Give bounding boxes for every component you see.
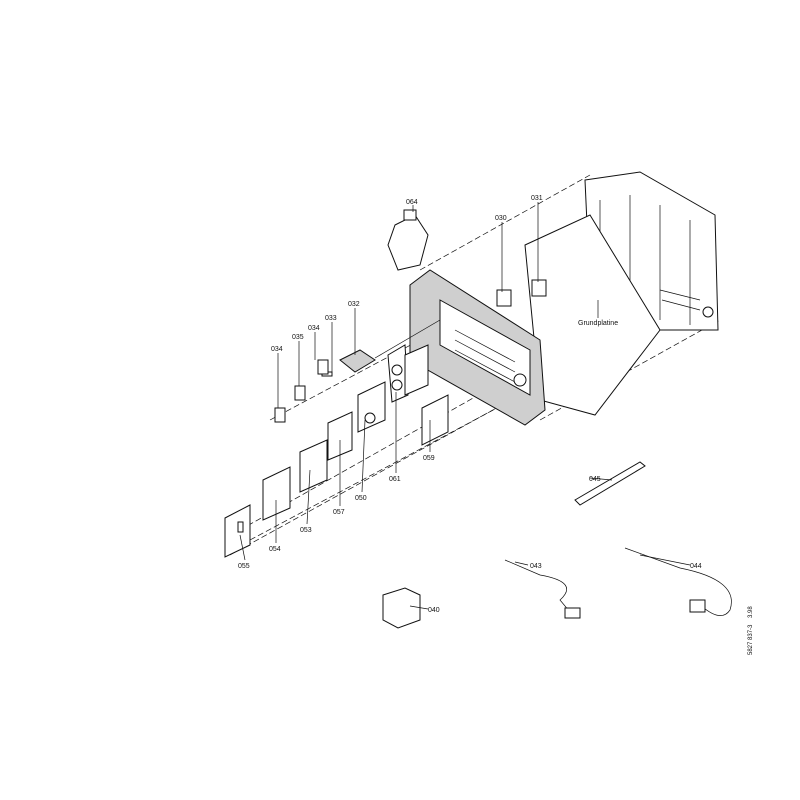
- part-label: 044: [690, 563, 702, 570]
- part-label: 064: [406, 199, 418, 206]
- part-label: 061: [389, 476, 401, 483]
- part-label: 034: [308, 325, 320, 332]
- part-label: 055: [238, 563, 250, 570]
- part-label: 059: [423, 455, 435, 462]
- part-label: 032: [348, 301, 360, 308]
- part-label: 057: [333, 509, 345, 516]
- base-plate-label: Grundplatine: [578, 320, 618, 327]
- part-label: 040: [428, 607, 440, 614]
- part-label: 033: [325, 315, 337, 322]
- part-label: 050: [355, 495, 367, 502]
- part-label: 030: [495, 215, 507, 222]
- part-label: 053: [300, 527, 312, 534]
- part-label: 043: [530, 563, 542, 570]
- part-label: 054: [269, 546, 281, 553]
- drawing-number: 5827 837-3: [748, 624, 754, 655]
- part-shapes: [224, 209, 732, 629]
- part-labels: 064 030 031 032 033 034 035 034 059 061 …: [238, 195, 754, 655]
- leader-lines: [239, 202, 691, 610]
- part-label: 035: [292, 334, 304, 341]
- part-label: 031: [531, 195, 543, 202]
- front-panel: [409, 269, 546, 426]
- part-label: 045: [589, 476, 601, 483]
- part-label: 034: [271, 346, 283, 353]
- date-code: 3.98: [748, 606, 754, 618]
